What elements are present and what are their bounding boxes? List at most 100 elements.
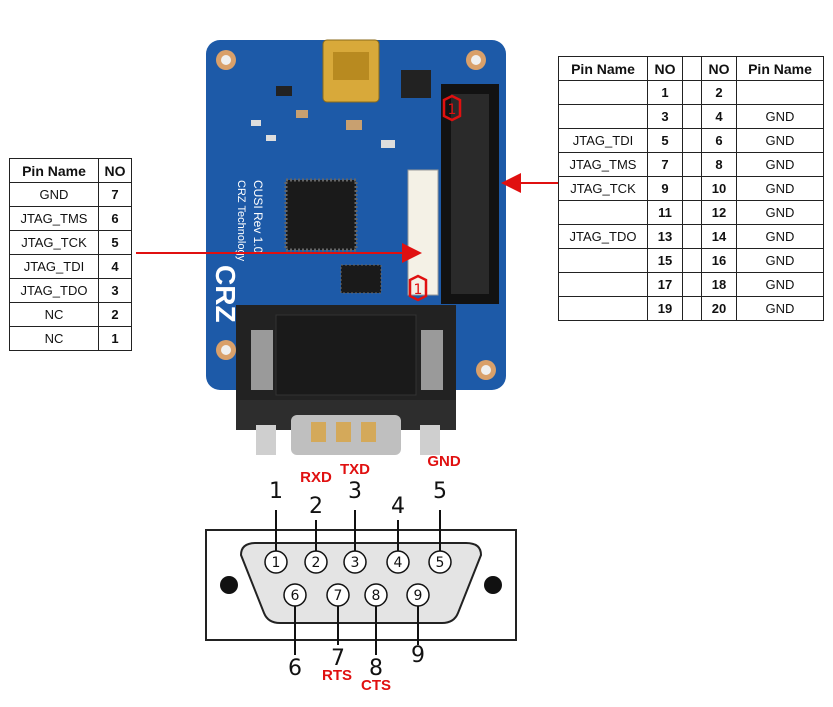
pin-label-6: 6 [288,656,302,681]
gap-cell [682,104,702,129]
pin-number-odd: 15 [647,248,683,273]
header-no-odd: NO [647,56,683,81]
pin-name: NC [9,302,99,327]
pin-number: 4 [98,254,132,279]
pin-label-9: 9 [411,643,425,668]
pin-number-odd: 11 [647,200,683,225]
header-pin-name: Pin Name [9,158,99,183]
pin-label-1: 1 [269,479,283,504]
pin-name-odd [558,248,648,273]
svg-text:9: 9 [414,588,423,604]
svg-text:1: 1 [272,555,281,571]
jtag-7pin-connector [407,169,439,296]
pin-name-odd [558,272,648,297]
db9-pin-9: 9 [406,583,430,607]
mounting-hole-right [484,576,502,594]
pin-label-4: 4 [391,494,405,519]
pin-number-odd: 7 [647,152,683,177]
gap-cell [682,80,702,105]
header-gap [682,56,702,81]
pin1-label-20pin: 1 [448,102,457,118]
svg-text:5: 5 [436,555,445,571]
pin-name-even [736,80,824,105]
header-no-even: NO [701,56,737,81]
pin-name-odd: JTAG_TCK [558,176,648,201]
gap-cell [682,176,702,201]
cts-label: CTS [361,677,391,694]
rxd-label: RXD [300,469,332,486]
silk-model: CUSI Rev 1.0 [251,180,265,254]
pin-number-even: 10 [701,176,737,201]
svg-text:4: 4 [394,555,403,571]
pin-name-even: GND [736,152,824,177]
pin-number-even: 20 [701,296,737,321]
db9-pin-2: 2 [304,550,328,574]
table-header-row: Pin Name NO [9,158,132,183]
pin-name-odd: JTAG_TDI [558,128,648,153]
pin-number-odd: 5 [647,128,683,153]
pin-number-odd: 19 [647,296,683,321]
gnd-label: GND [427,455,461,470]
pin-name-even: GND [736,224,824,249]
mcu-chip [284,178,358,252]
pin-label-3: 3 [348,479,362,504]
gap-cell [682,200,702,225]
svg-text:2: 2 [312,555,321,571]
pin1-marker-20pin [442,94,462,122]
db9-pin-5: 5 [428,550,452,574]
pin-number-even: 2 [701,80,737,105]
pin-number: 5 [98,230,132,255]
pin-number-even: 6 [701,128,737,153]
pin-number-even: 14 [701,224,737,249]
pin-name-odd [558,200,648,225]
svg-text:7: 7 [334,588,343,604]
pin-number-odd: 9 [647,176,683,201]
db9-pin-7: 7 [326,583,350,607]
pin-number: 2 [98,302,132,327]
standoff [251,330,273,390]
pin-label-8: 8 [369,656,383,681]
svg-text:6: 6 [291,588,300,604]
logo: CRZ [210,265,241,323]
svg-text:3: 3 [351,555,360,571]
pin-name-even: GND [736,272,824,297]
pin-number-even: 16 [701,248,737,273]
pin-number-even: 4 [701,104,737,129]
db9-pin-3: 3 [343,550,367,574]
mounting-hole-left [220,576,238,594]
db9-pin-1: 1 [264,550,288,574]
pin-name: JTAG_TDO [9,278,99,303]
db9-pin-8: 8 [364,583,388,607]
pin-number-odd: 3 [647,104,683,129]
pin-name: NC [9,326,99,351]
pin-number: 6 [98,206,132,231]
db9-pin-4: 4 [386,550,410,574]
pin-number-odd: 1 [647,80,683,105]
pin-name: GND [9,182,99,207]
rts-label: RTS [322,667,352,684]
pin-name-even: GND [736,248,824,273]
pin-label-5: 5 [433,479,447,504]
pin-number-even: 12 [701,200,737,225]
pin-name: JTAG_TCK [9,230,99,255]
pin-name: JTAG_TMS [9,206,99,231]
header-pin-name-odd: Pin Name [558,56,648,81]
svg-text:8: 8 [372,588,381,604]
pin-label-7: 7 [331,646,345,671]
gap-cell [682,296,702,321]
pin-number-odd: 13 [647,224,683,249]
standoff [421,330,443,390]
